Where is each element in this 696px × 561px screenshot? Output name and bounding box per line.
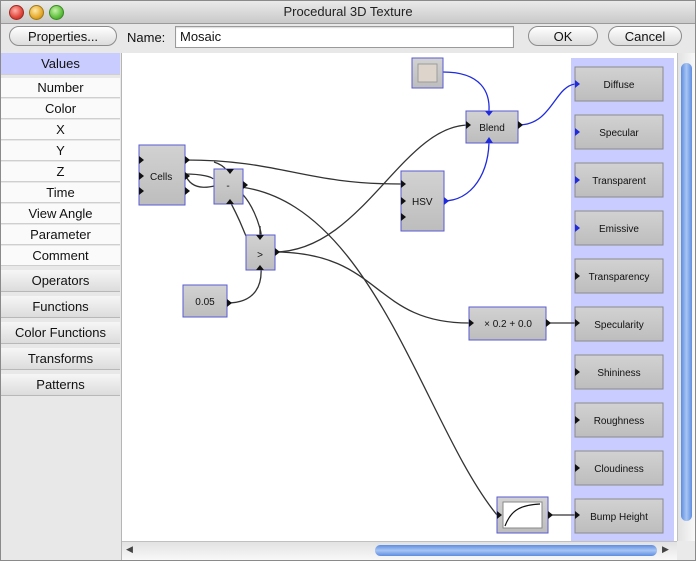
output-roughness[interactable]: Roughness xyxy=(574,402,664,438)
svg-text:Shininess: Shininess xyxy=(597,368,640,379)
constant-value: 0.05 xyxy=(195,297,215,308)
palette-item-z[interactable]: Z xyxy=(1,162,120,182)
graph-canvas[interactable]: Blend HSV Cells xyxy=(122,53,677,541)
output-cloudiness[interactable]: Cloudiness xyxy=(574,450,664,486)
output-specular[interactable]: Specular xyxy=(574,114,664,150)
title-bar[interactable]: Procedural 3D Texture xyxy=(1,1,695,24)
palette-item-parameter[interactable]: Parameter xyxy=(1,225,120,245)
horizontal-scrollbar[interactable]: ◀ ▶ xyxy=(122,541,677,560)
subtract-label: - xyxy=(226,181,229,192)
svg-text:Roughness: Roughness xyxy=(594,416,645,427)
palette-item-number[interactable]: Number xyxy=(1,78,120,98)
svg-text:Specularity: Specularity xyxy=(594,320,643,331)
constant-node[interactable]: 0.05 xyxy=(182,284,232,318)
vertical-scroll-thumb[interactable] xyxy=(681,63,692,521)
output-bump-height[interactable]: Bump Height xyxy=(574,498,664,534)
linear-node[interactable]: × 0.2 + 0.0 xyxy=(468,306,551,341)
color-swatch xyxy=(417,63,438,83)
output-transparent[interactable]: Transparent xyxy=(574,162,664,198)
curve-node[interactable] xyxy=(496,496,553,534)
hsv-label: HSV xyxy=(412,197,433,208)
subtract-node[interactable]: - xyxy=(213,168,248,205)
category-operators[interactable]: Operators xyxy=(1,270,120,292)
category-patterns[interactable]: Patterns xyxy=(1,374,120,396)
minimize-window-button[interactable] xyxy=(29,5,44,20)
scroll-right-icon[interactable]: ▶ xyxy=(662,544,669,554)
close-window-button[interactable] xyxy=(9,5,24,20)
output-shininess[interactable]: Shininess xyxy=(574,354,664,390)
scroll-left-icon[interactable]: ◀ xyxy=(126,544,133,554)
palette-item-color[interactable]: Color xyxy=(1,99,120,119)
node-palette: Values Number Color X Y Z Time View Angl… xyxy=(1,53,122,560)
vertical-scrollbar[interactable] xyxy=(677,53,695,541)
svg-text:Bump Height: Bump Height xyxy=(590,512,648,523)
linear-label: × 0.2 + 0.0 xyxy=(484,319,532,330)
color-wires xyxy=(442,71,576,202)
palette-item-view-angle[interactable]: View Angle xyxy=(1,204,120,224)
output-emissive[interactable]: Emissive xyxy=(574,210,664,246)
cancel-button[interactable]: Cancel xyxy=(608,26,682,46)
resize-grip-icon[interactable] xyxy=(677,541,695,560)
svg-text:Emissive: Emissive xyxy=(599,224,639,235)
svg-text:Cloudiness: Cloudiness xyxy=(594,464,643,475)
palette-item-x[interactable]: X xyxy=(1,120,120,140)
cells-label: Cells xyxy=(150,172,172,183)
svg-text:Transparent: Transparent xyxy=(592,176,646,187)
name-field[interactable]: Mosaic xyxy=(175,26,514,48)
output-transparency[interactable]: Transparency xyxy=(574,258,664,294)
palette-item-time[interactable]: Time xyxy=(1,183,120,203)
horizontal-scroll-thumb[interactable] xyxy=(375,545,657,556)
greater-than-label: > xyxy=(257,250,263,261)
name-label: Name: xyxy=(127,30,166,45)
palette-item-y[interactable]: Y xyxy=(1,141,120,161)
cells-node[interactable]: Cells xyxy=(138,144,190,206)
category-color-functions[interactable]: Color Functions xyxy=(1,322,120,344)
palette-item-comment[interactable]: Comment xyxy=(1,246,120,266)
greater-than-node[interactable]: > xyxy=(245,234,280,271)
output-specularity[interactable]: Specularity xyxy=(574,306,664,342)
properties-button[interactable]: Properties... xyxy=(9,26,117,46)
output-diffuse[interactable]: Diffuse xyxy=(574,66,664,102)
blend-node[interactable]: Blend xyxy=(465,110,523,144)
zoom-window-button[interactable] xyxy=(49,5,64,20)
ok-button[interactable]: OK xyxy=(528,26,598,46)
category-transforms[interactable]: Transforms xyxy=(1,348,120,370)
svg-text:Transparency: Transparency xyxy=(589,272,650,283)
connection-wires xyxy=(184,124,575,516)
category-functions[interactable]: Functions xyxy=(1,296,120,318)
svg-text:Specular: Specular xyxy=(599,128,639,139)
hsv-node[interactable]: HSV xyxy=(400,170,449,232)
color-node[interactable] xyxy=(411,57,444,89)
curve-preview xyxy=(502,501,543,529)
blend-label: Blend xyxy=(479,123,505,134)
category-values[interactable]: Values xyxy=(1,53,120,75)
svg-text:Diffuse: Diffuse xyxy=(604,80,635,91)
window-title: Procedural 3D Texture xyxy=(283,4,413,19)
output-ports: Diffuse Specular Transparent Emissive xyxy=(574,66,664,534)
